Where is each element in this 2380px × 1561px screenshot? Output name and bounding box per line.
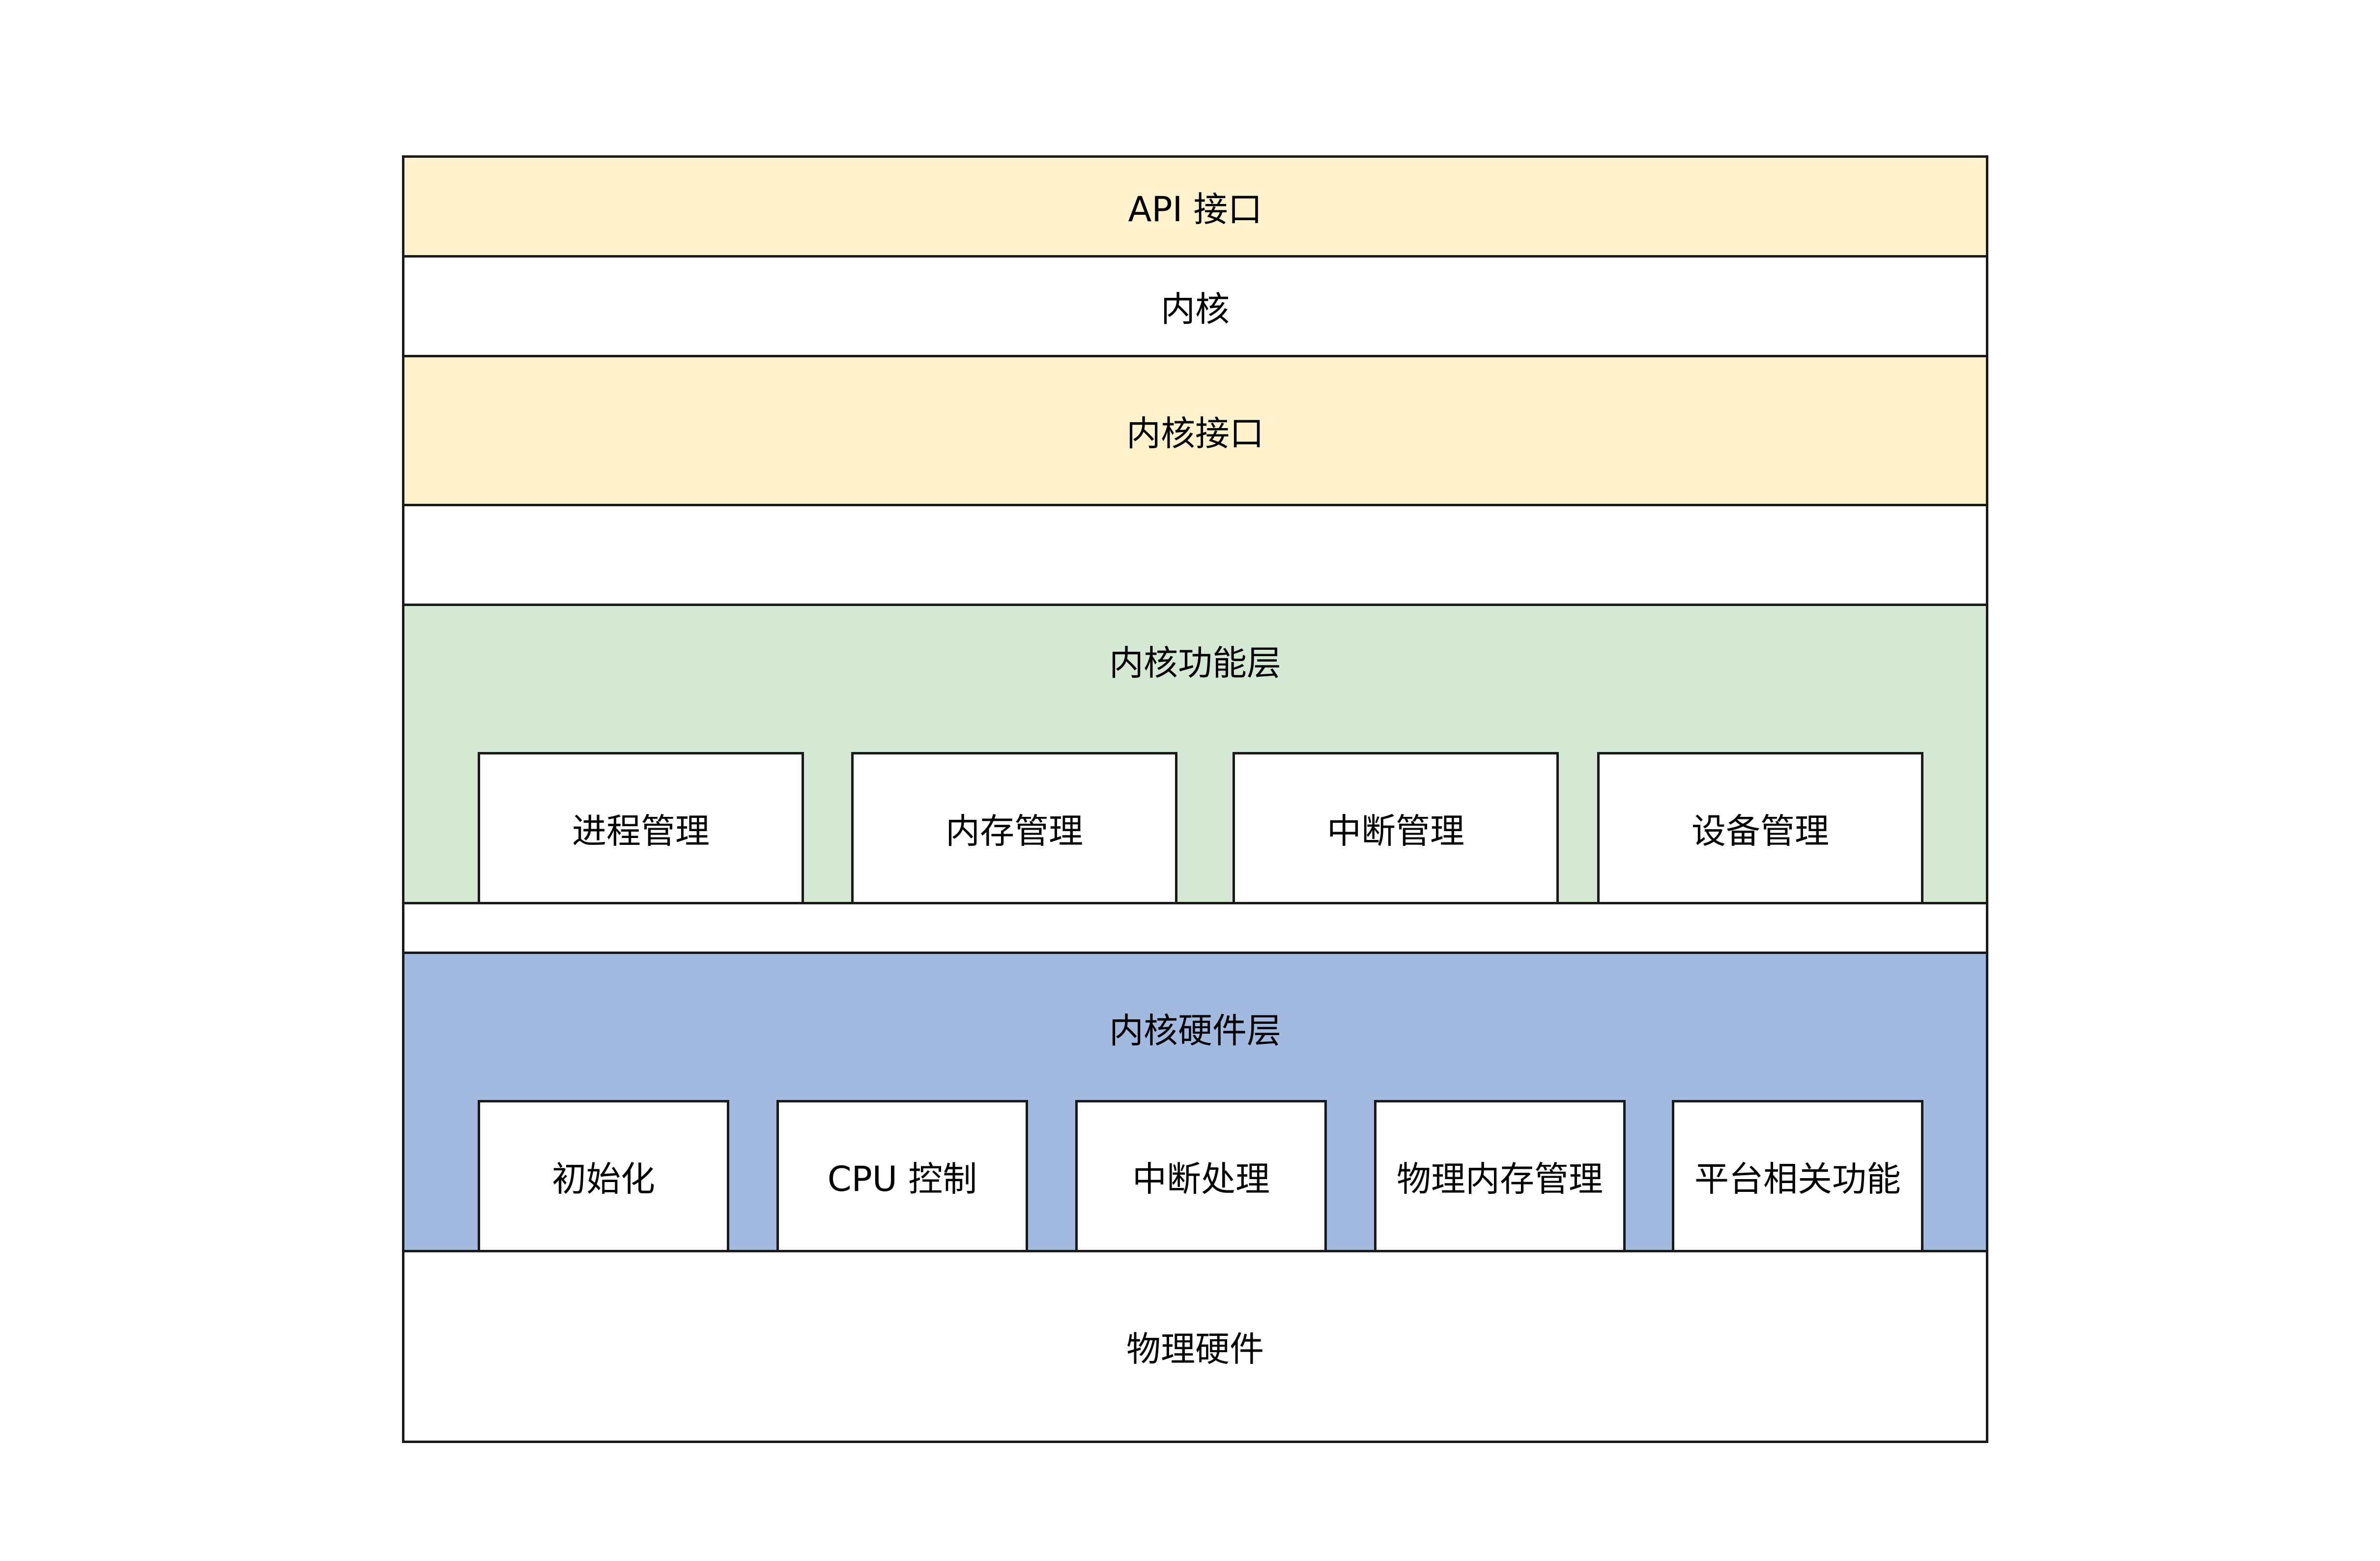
initialization-module: 初始化 [478, 1100, 729, 1252]
api-interface-label: API 接口 [1128, 189, 1262, 230]
interrupt-management-label: 中断管理 [1327, 810, 1464, 851]
physical-hardware-layer: 物理硬件 [402, 1250, 1988, 1443]
spacer-layer-1 [402, 504, 1988, 606]
memory-management-label: 内存管理 [946, 810, 1083, 851]
cpu-control-label: CPU 控制 [827, 1158, 977, 1199]
initialization-label: 初始化 [552, 1158, 655, 1199]
cpu-control-module: CPU 控制 [776, 1100, 1028, 1252]
platform-functions-module: 平台相关功能 [1672, 1100, 1923, 1252]
physical-memory-management-label: 物理内存管理 [1397, 1158, 1603, 1199]
device-management-module: 设备管理 [1597, 752, 1923, 904]
interrupt-handling-module: 中断处理 [1075, 1100, 1327, 1252]
kernel-function-layer-title: 内核功能层 [1109, 643, 1281, 683]
api-interface-layer: API 接口 [402, 155, 1988, 258]
process-management-module: 进程管理 [478, 752, 804, 904]
process-management-label: 进程管理 [572, 810, 710, 851]
kernel-interface-label: 内核接口 [1126, 413, 1264, 454]
kernel-layer: 内核 [402, 255, 1988, 357]
kernel-hardware-layer-title: 内核硬件层 [1109, 1011, 1281, 1051]
spacer-layer-2 [402, 902, 1988, 954]
interrupt-management-module: 中断管理 [1233, 752, 1559, 904]
platform-functions-label: 平台相关功能 [1694, 1158, 1901, 1199]
physical-hardware-label: 物理硬件 [1126, 1329, 1264, 1369]
kernel-label: 内核 [1161, 289, 1230, 329]
physical-memory-management-module: 物理内存管理 [1374, 1100, 1626, 1252]
memory-management-module: 内存管理 [851, 752, 1177, 904]
device-management-label: 设备管理 [1692, 810, 1829, 851]
kernel-interface-layer: 内核接口 [402, 355, 1988, 506]
interrupt-handling-label: 中断处理 [1132, 1158, 1270, 1199]
